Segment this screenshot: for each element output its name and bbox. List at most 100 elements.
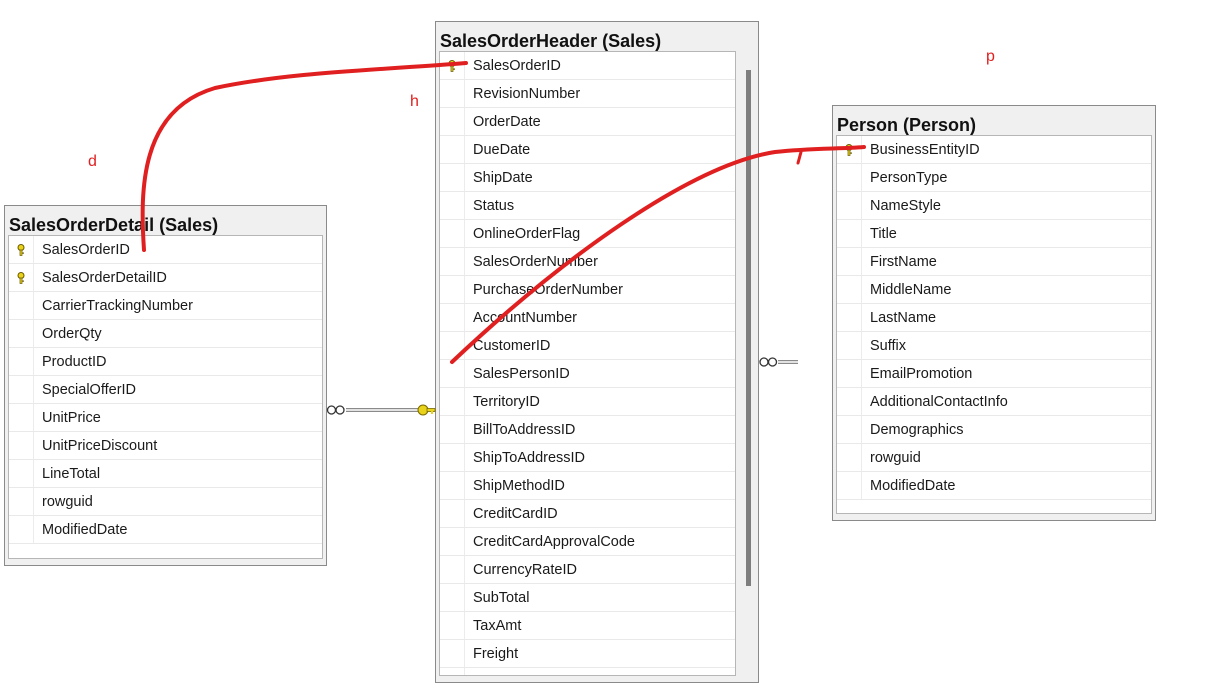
column-row[interactable]: CreditCardID — [440, 500, 735, 528]
column-name: ShipMethodID — [473, 477, 565, 494]
column-row[interactable]: NameStyle — [837, 192, 1151, 220]
column-name: NameStyle — [870, 197, 941, 214]
column-row[interactable]: CurrencyRateID — [440, 556, 735, 584]
column-row[interactable]: TaxAmt — [440, 612, 735, 640]
key-cell — [440, 444, 465, 471]
column-row[interactable]: rowguid — [9, 488, 322, 516]
column-row[interactable]: Status — [440, 192, 735, 220]
key-cell — [9, 292, 34, 319]
column-name: TaxAmt — [473, 617, 522, 634]
column-name: EmailPromotion — [870, 365, 973, 382]
column-name: Demographics — [870, 421, 964, 438]
column-name: UnitPrice — [42, 409, 101, 426]
key-cell — [9, 516, 34, 543]
annotation-label-p: p — [986, 48, 995, 65]
column-row[interactable]: SalesPersonID — [440, 360, 735, 388]
column-row[interactable]: FirstName — [837, 248, 1151, 276]
column-row[interactable]: OrderQty — [9, 320, 322, 348]
column-row[interactable]: ModifiedDate — [837, 472, 1151, 500]
column-row[interactable]: UnitPrice — [9, 404, 322, 432]
column-name: CarrierTrackingNumber — [42, 297, 193, 314]
key-cell — [440, 136, 465, 163]
key-cell — [440, 388, 465, 415]
column-row[interactable]: BusinessEntityID — [837, 136, 1151, 164]
column-name: CurrencyRateID — [473, 561, 577, 578]
column-row[interactable]: AccountNumber — [440, 304, 735, 332]
column-row[interactable]: MiddleName — [837, 276, 1151, 304]
column-name: CustomerID — [473, 337, 551, 354]
key-icon — [440, 52, 465, 79]
column-row[interactable]: ShipToAddressID — [440, 444, 735, 472]
column-row[interactable]: Demographics — [837, 416, 1151, 444]
column-row[interactable]: SalesOrderNumber — [440, 248, 735, 276]
key-cell — [9, 320, 34, 347]
key-icon — [9, 264, 34, 291]
column-row[interactable]: Title — [837, 220, 1151, 248]
column-row[interactable]: CustomerID — [440, 332, 735, 360]
relationship-header-person[interactable] — [759, 357, 798, 367]
key-cell — [837, 472, 862, 499]
key-cell — [440, 108, 465, 135]
key-cell — [440, 304, 465, 331]
column-name: UnitPriceDiscount — [42, 437, 158, 454]
column-row[interactable]: ShipDate — [440, 164, 735, 192]
vertical-scrollbar[interactable] — [746, 70, 751, 586]
column-name: rowguid — [42, 493, 93, 510]
column-row[interactable]: OrderDate — [440, 108, 735, 136]
column-row[interactable]: ShipMethodID — [440, 472, 735, 500]
column-name: DueDate — [473, 141, 531, 158]
column-row[interactable]: SalesOrderID — [9, 236, 322, 264]
column-row[interactable]: LineTotal — [9, 460, 322, 488]
column-row[interactable]: RevisionNumber — [440, 80, 735, 108]
table-title: SalesOrderDetail (Sales) — [9, 215, 219, 235]
key-cell — [837, 276, 862, 303]
column-row[interactable]: TotalDue — [440, 668, 735, 675]
column-row[interactable]: SalesOrderDetailID — [9, 264, 322, 292]
column-name: BillToAddressID — [473, 421, 576, 438]
column-row[interactable]: Suffix — [837, 332, 1151, 360]
column-row[interactable]: EmailPromotion — [837, 360, 1151, 388]
key-icon — [417, 404, 436, 416]
column-row[interactable]: SpecialOfferID — [9, 376, 322, 404]
column-row[interactable]: ProductID — [9, 348, 322, 376]
column-row[interactable]: ModifiedDate — [9, 516, 322, 544]
column-name: PersonType — [870, 169, 948, 186]
key-cell — [440, 164, 465, 191]
column-row[interactable]: PurchaseOrderNumber — [440, 276, 735, 304]
column-row[interactable]: CreditCardApprovalCode — [440, 528, 735, 556]
column-name: OnlineOrderFlag — [473, 225, 581, 242]
key-cell — [440, 220, 465, 247]
column-row[interactable]: BillToAddressID — [440, 416, 735, 444]
column-row[interactable]: Freight — [440, 640, 735, 668]
column-row[interactable]: AdditionalContactInfo — [837, 388, 1151, 416]
key-cell — [440, 584, 465, 611]
annotation-tick-mark — [796, 150, 803, 165]
column-row[interactable]: SubTotal — [440, 584, 735, 612]
column-name: BusinessEntityID — [870, 141, 980, 158]
column-row[interactable]: UnitPriceDiscount — [9, 432, 322, 460]
relationship-detail-header[interactable] — [326, 404, 436, 416]
column-name: ProductID — [42, 353, 107, 370]
column-row[interactable]: TerritoryID — [440, 388, 735, 416]
key-cell — [9, 404, 34, 431]
column-row[interactable]: SalesOrderID — [440, 52, 735, 80]
column-name: LastName — [870, 309, 937, 326]
column-row[interactable]: DueDate — [440, 136, 735, 164]
column-row[interactable]: OnlineOrderFlag — [440, 220, 735, 248]
key-cell — [9, 376, 34, 403]
key-cell — [837, 220, 862, 247]
column-row[interactable]: PersonType — [837, 164, 1151, 192]
column-name: CreditCardID — [473, 505, 558, 522]
key-cell — [9, 432, 34, 459]
key-cell — [837, 360, 862, 387]
column-row[interactable]: CarrierTrackingNumber — [9, 292, 322, 320]
key-cell — [837, 416, 862, 443]
column-name: ModifiedDate — [870, 477, 956, 494]
column-name: ShipDate — [473, 169, 533, 186]
column-row[interactable]: rowguid — [837, 444, 1151, 472]
column-row[interactable]: LastName — [837, 304, 1151, 332]
